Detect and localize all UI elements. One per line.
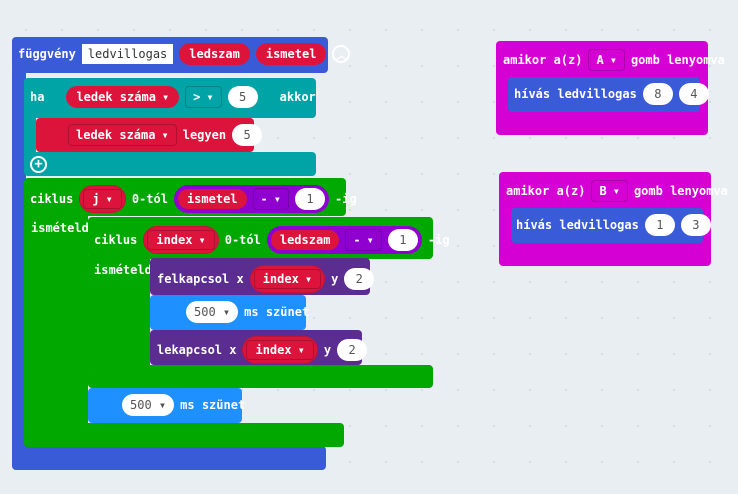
pause-label: ms szünet xyxy=(180,398,246,412)
number-input[interactable]: 1 xyxy=(295,188,325,210)
dropdown-arrow-icon: ▾ xyxy=(612,184,620,198)
unplot-keyword: lekapcsol x xyxy=(157,343,237,357)
compare-value-input[interactable]: 5 xyxy=(227,86,258,108)
op-label: > xyxy=(193,90,201,104)
plot-keyword: felkapcsol x xyxy=(157,272,244,286)
dropdown-arrow-icon: ▾ xyxy=(161,128,169,142)
call-label: hívás ledvillogas xyxy=(516,218,639,232)
op-label: - xyxy=(353,233,361,247)
event-suffix: gomb lenyomva xyxy=(630,53,725,67)
dropdown-arrow-icon: ▾ xyxy=(366,233,374,247)
pause-value: 500 xyxy=(130,398,152,412)
var-dropdown[interactable]: ledek száma ▾ xyxy=(66,86,180,108)
dropdown-arrow-icon: ▾ xyxy=(273,192,281,206)
pause-label: ms szünet xyxy=(244,305,310,319)
loop-keyword: ciklus xyxy=(30,192,74,206)
set-keyword: legyen xyxy=(182,128,227,142)
var-dropdown[interactable]: index ▾ xyxy=(242,336,318,364)
button-label: B xyxy=(599,184,607,198)
to-label: -ig xyxy=(335,192,357,206)
dropdown-arrow-icon: ▾ xyxy=(105,192,113,206)
op-label: - xyxy=(260,192,268,206)
dropdown-arrow-icon: ▾ xyxy=(297,343,305,357)
math-expression[interactable]: ledszam -▾ 1 xyxy=(266,226,422,254)
loop-keyword: ciklus xyxy=(94,233,138,247)
plus-circle-icon[interactable]: + xyxy=(30,156,47,173)
arg-input[interactable]: 4 xyxy=(678,83,709,105)
dropdown-arrow-icon: ▾ xyxy=(609,53,617,67)
chevron-up-circle-icon[interactable]: ︿ xyxy=(332,45,351,63)
do-label: ismételd xyxy=(31,221,89,235)
param-ismetel[interactable]: ismetel xyxy=(177,189,247,209)
outer-loop-footer xyxy=(24,423,344,447)
to-label: -ig xyxy=(427,233,450,247)
arg-input[interactable]: 1 xyxy=(644,214,675,236)
set-value-input[interactable]: 5 xyxy=(232,124,263,146)
y-input[interactable]: 2 xyxy=(337,339,368,361)
var-label: j xyxy=(92,192,100,206)
pause-value: 500 xyxy=(194,305,216,319)
operator-dropdown[interactable]: -▾ xyxy=(345,229,382,251)
var-label: ledek száma xyxy=(76,90,156,104)
call-label: hívás ledvillogas xyxy=(514,87,637,101)
param-ismetel[interactable]: ismetel xyxy=(255,43,327,65)
loop-var[interactable]: j▾ xyxy=(79,185,126,213)
function-keyword: függvény xyxy=(18,47,76,61)
dropdown-arrow-icon: ▾ xyxy=(206,90,214,104)
button-dropdown[interactable]: A▾ xyxy=(588,49,625,71)
from-label: 0-tól xyxy=(131,192,168,206)
event-suffix: gomb lenyomva xyxy=(633,184,728,198)
loop-var[interactable]: index ▾ xyxy=(143,226,219,254)
button-label: A xyxy=(596,53,604,67)
var-label: ledek száma xyxy=(76,128,156,142)
operator-dropdown[interactable]: -▾ xyxy=(252,188,289,210)
number-input[interactable]: 1 xyxy=(387,229,418,251)
param-ledszam[interactable]: ledszam xyxy=(179,43,250,65)
var-label: index xyxy=(156,233,193,247)
dropdown-arrow-icon: ▾ xyxy=(158,398,167,412)
operator-dropdown[interactable]: >▾ xyxy=(185,86,222,108)
function-name-input[interactable]: ledvillogas xyxy=(81,44,174,64)
y-label: y xyxy=(323,343,332,357)
pause-dropdown[interactable]: 500 ▾ xyxy=(186,301,239,323)
dropdown-arrow-icon: ▾ xyxy=(222,305,231,319)
arg-input[interactable]: 8 xyxy=(642,83,673,105)
if-keyword: ha xyxy=(30,90,45,104)
inner-loop-footer xyxy=(88,365,433,388)
inner-loop-arm xyxy=(88,256,150,368)
set-block[interactable] xyxy=(36,118,254,152)
then-keyword: akkor xyxy=(279,90,316,104)
do-label: ismételd xyxy=(94,263,152,277)
arg-input[interactable]: 3 xyxy=(680,214,711,236)
event-prefix: amikor a(z) xyxy=(503,53,583,67)
dropdown-arrow-icon: ▾ xyxy=(198,233,206,247)
dropdown-arrow-icon: ▾ xyxy=(161,90,170,104)
pause-dropdown[interactable]: 500 ▾ xyxy=(122,394,175,416)
button-dropdown[interactable]: B▾ xyxy=(591,180,628,202)
if-arm xyxy=(24,115,36,155)
var-dropdown[interactable]: index ▾ xyxy=(249,265,326,293)
y-input[interactable]: 2 xyxy=(344,268,375,290)
outer-loop-arm xyxy=(24,214,88,426)
function-block-arm xyxy=(12,70,26,450)
function-block-footer xyxy=(12,446,326,470)
var-label: index xyxy=(262,272,299,286)
event-prefix: amikor a(z) xyxy=(506,184,586,198)
var-label: index xyxy=(255,343,292,357)
math-expression[interactable]: ismetel -▾ 1 xyxy=(173,185,329,213)
param-ledszam[interactable]: ledszam xyxy=(270,230,340,250)
y-label: y xyxy=(331,272,339,286)
dropdown-arrow-icon: ▾ xyxy=(304,272,313,286)
if-footer xyxy=(24,152,316,176)
from-label: 0-tól xyxy=(224,233,261,247)
var-dropdown[interactable]: ledek száma ▾ xyxy=(68,124,177,146)
